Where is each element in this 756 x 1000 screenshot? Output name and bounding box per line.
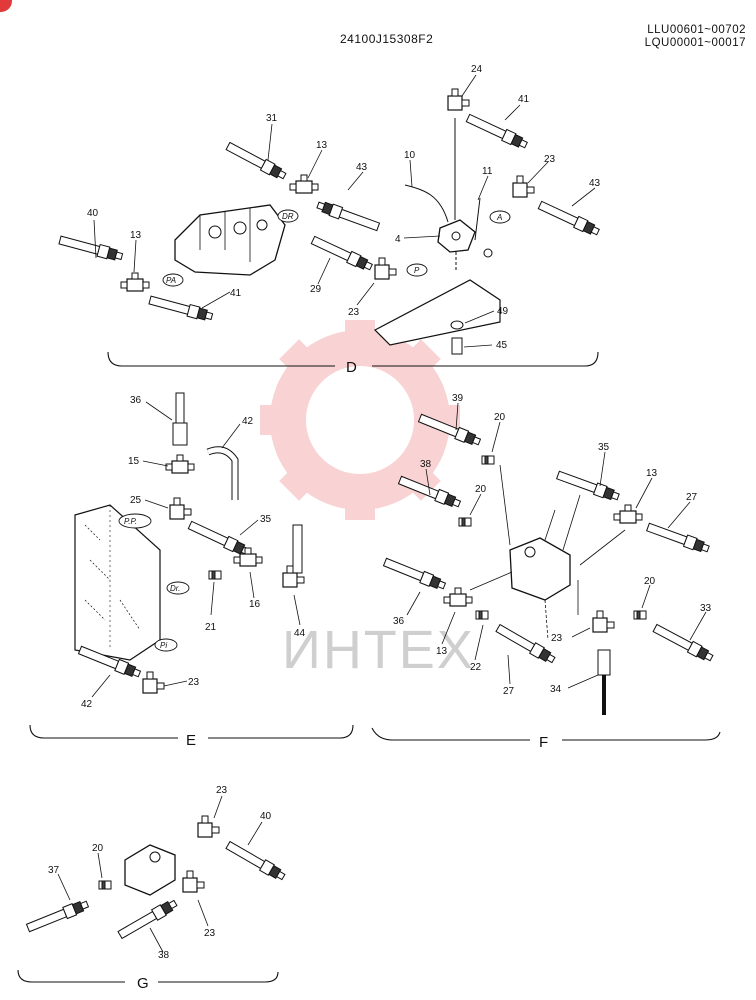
callout: 41	[230, 288, 242, 299]
callout: 13	[646, 468, 658, 479]
serial-range: LLU00601~00702 LQU00001~00017	[645, 24, 746, 50]
watermark-text: ИНТЕХ	[282, 620, 475, 680]
section-label-d: D	[346, 359, 357, 376]
section-label-f: F	[539, 734, 548, 751]
callout: 31	[266, 113, 278, 124]
callout: 4	[395, 234, 401, 245]
callout: 27	[503, 686, 515, 697]
callout: 23	[348, 307, 360, 318]
section-f	[371, 402, 721, 741]
callout: 40	[87, 208, 99, 219]
callout: 39	[452, 393, 464, 404]
callout: 35	[260, 514, 272, 525]
section-d	[57, 74, 602, 367]
callout: 45	[496, 340, 508, 351]
callout: 33	[700, 603, 712, 614]
callout: 16	[249, 599, 261, 610]
port-pi: Pi	[160, 641, 167, 650]
callout: 34	[550, 684, 562, 695]
callout: 42	[242, 416, 254, 427]
callout: 43	[356, 162, 368, 173]
callout: 11	[482, 166, 493, 177]
port-pa: PA	[166, 276, 176, 285]
section-g-labels: 23 40 20 37 23 38 G	[48, 785, 272, 992]
callout: 35	[598, 442, 610, 453]
callout: 44	[294, 628, 306, 639]
port-dr: DR	[282, 212, 294, 221]
section-d-labels: DR PA P A 24 41 31 13 43 10 11 23 43 40 …	[87, 64, 601, 376]
section-label-e: E	[186, 732, 196, 749]
callout: 38	[158, 950, 170, 961]
callout: 38	[420, 459, 432, 470]
callout: 23	[216, 785, 228, 796]
section-label-g: G	[137, 975, 149, 992]
port-pp: P.P.	[124, 517, 137, 526]
callout: 23	[551, 633, 563, 644]
callout: 13	[316, 140, 328, 151]
port-p: P	[414, 266, 420, 275]
callout: 24	[471, 64, 483, 75]
drawing-code: 24100J15308F2	[340, 32, 434, 46]
section-e	[29, 392, 354, 739]
callout: 20	[494, 412, 506, 423]
serial-line-2: LQU00001~00017	[644, 37, 746, 49]
callout: 22	[470, 662, 482, 673]
callout: 20	[644, 576, 656, 587]
callout: 23	[204, 928, 216, 939]
section-f-labels: 39 20 38 20 35 13 27 36 13 22 27 20 33 2…	[393, 393, 712, 751]
callout: 21	[205, 622, 217, 633]
callout: 20	[92, 843, 104, 854]
serial-line-1: LLU00601~00702	[647, 24, 746, 36]
watermark-gear	[260, 320, 460, 520]
callout: 41	[518, 94, 530, 105]
section-g	[17, 795, 287, 983]
callout: 13	[130, 230, 142, 241]
callout: 25	[130, 495, 142, 506]
callout: 40	[260, 811, 272, 822]
callout: 36	[393, 616, 405, 627]
callout: 43	[589, 178, 601, 189]
port-a: A	[496, 213, 502, 222]
callout: 29	[310, 284, 322, 295]
callout: 49	[497, 306, 509, 317]
port-dr: Dr.	[170, 584, 180, 593]
callout: 23	[544, 154, 556, 165]
callout: 27	[686, 492, 698, 503]
callout: 10	[404, 150, 416, 161]
callout: 36	[130, 395, 142, 406]
callout: 15	[128, 456, 140, 467]
callout: 20	[475, 484, 487, 495]
section-e-labels: P.P. Dr. Pi 36 42 15 25 35 21 16 44 42 2…	[81, 395, 306, 749]
callout: 37	[48, 865, 60, 876]
callout: 13	[436, 646, 448, 657]
callout: 42	[81, 699, 93, 710]
callout: 23	[188, 677, 200, 688]
